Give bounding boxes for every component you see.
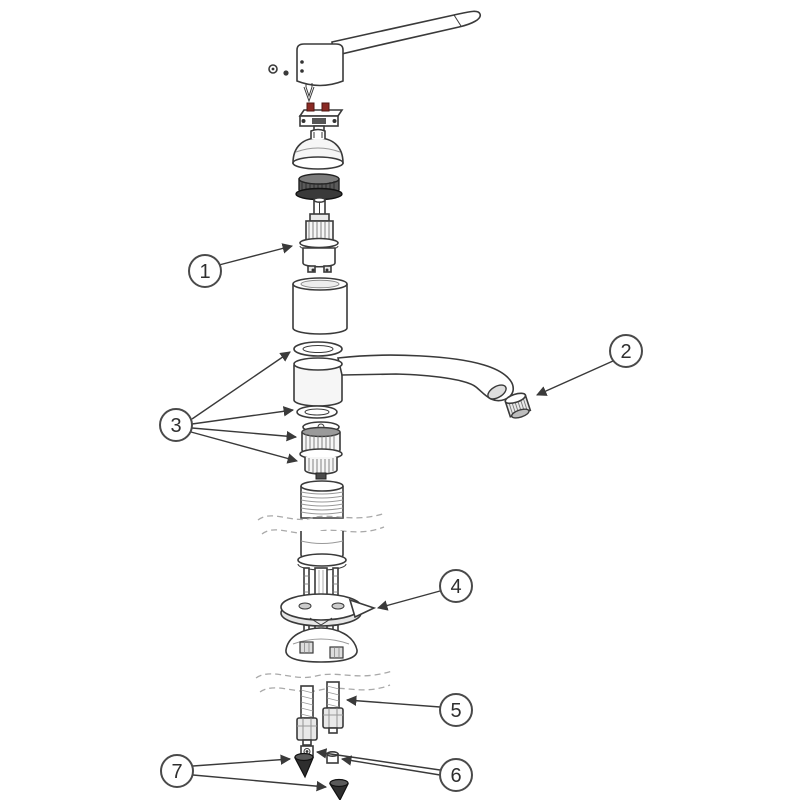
cartridge-clamp-icon (298, 102, 344, 133)
check-valve-icon (299, 421, 343, 480)
leader-2 (536, 360, 614, 396)
callout-7: 7 (160, 754, 194, 788)
threaded-shank-icon (300, 480, 344, 519)
leader-arrows (190, 243, 614, 792)
leader-5 (345, 695, 441, 708)
callout-6-label: 6 (450, 765, 461, 787)
leader-3b (191, 406, 295, 425)
callout-6: 6 (439, 758, 473, 792)
callout-2: 2 (609, 334, 643, 368)
callout-3-label: 3 (170, 415, 181, 437)
grub-screws-icon (268, 64, 289, 76)
callout-3: 3 (159, 408, 193, 442)
seal-ring-mid-icon (296, 405, 338, 419)
callout-1-label: 1 (199, 261, 210, 283)
dome-cap-icon (292, 128, 344, 170)
retaining-clip-icon (303, 83, 315, 103)
spout-icon (293, 354, 514, 407)
callout-4: 4 (439, 569, 473, 603)
leader-3c (191, 427, 298, 442)
leader-3d (190, 431, 299, 464)
body-sleeve-icon (292, 277, 348, 335)
supply-hoses-icon (296, 681, 344, 746)
cartridge-icon (299, 197, 339, 273)
leader-7b (192, 774, 328, 792)
leader-3a (191, 351, 291, 420)
callout-1: 1 (188, 254, 222, 288)
mounting-bracket-icon (280, 593, 377, 627)
leader-4 (376, 590, 441, 611)
callout-2-label: 2 (620, 341, 631, 363)
o-ring-upper-icon (293, 341, 343, 357)
lock-ring-icon (295, 173, 343, 201)
callout-7-label: 7 (171, 761, 182, 783)
lever-handle-icon (296, 10, 482, 87)
break-lines-upper-icon (257, 512, 387, 535)
break-lines-lower-icon (255, 670, 393, 693)
leader-1 (218, 243, 294, 266)
aerator-icon (504, 392, 532, 419)
callout-4-label: 4 (450, 576, 461, 598)
leader-6b (340, 755, 441, 776)
callout-5: 5 (439, 693, 473, 727)
base-flange-icon (285, 627, 358, 663)
callout-5-label: 5 (450, 700, 461, 722)
cone-seals-icon (294, 752, 349, 800)
leader-7a (192, 754, 292, 767)
lower-shank-icon (297, 531, 347, 571)
leader-6a (315, 748, 441, 771)
